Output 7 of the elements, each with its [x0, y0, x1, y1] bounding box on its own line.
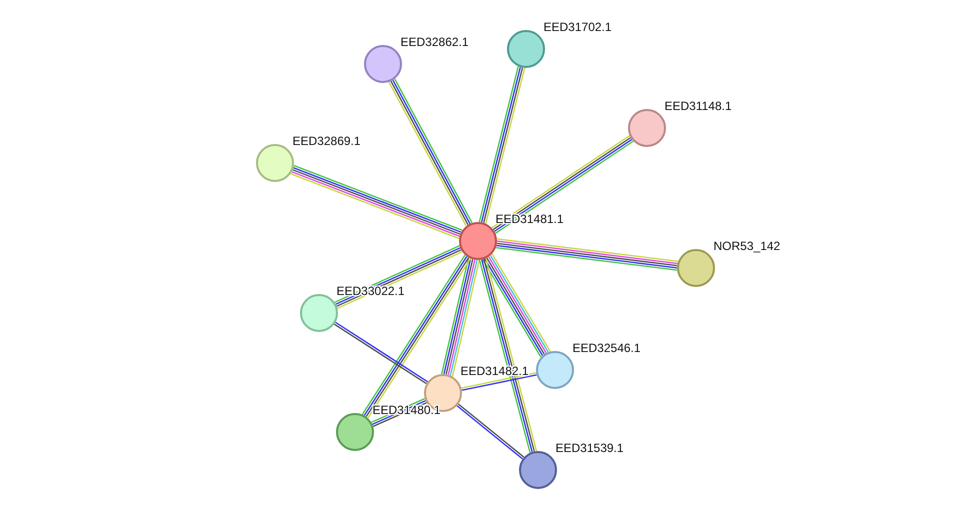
- node-label: EED32862.1: [400, 34, 469, 48]
- node-label: NOR53_142: [714, 238, 780, 252]
- node-label: EED31148.1: [664, 98, 732, 112]
- node-label: EED31539.1: [556, 440, 624, 454]
- node-label: EED32546.1: [572, 340, 641, 354]
- node-label: EED31702.1: [544, 20, 612, 34]
- node-label: EED32869.1: [292, 134, 361, 148]
